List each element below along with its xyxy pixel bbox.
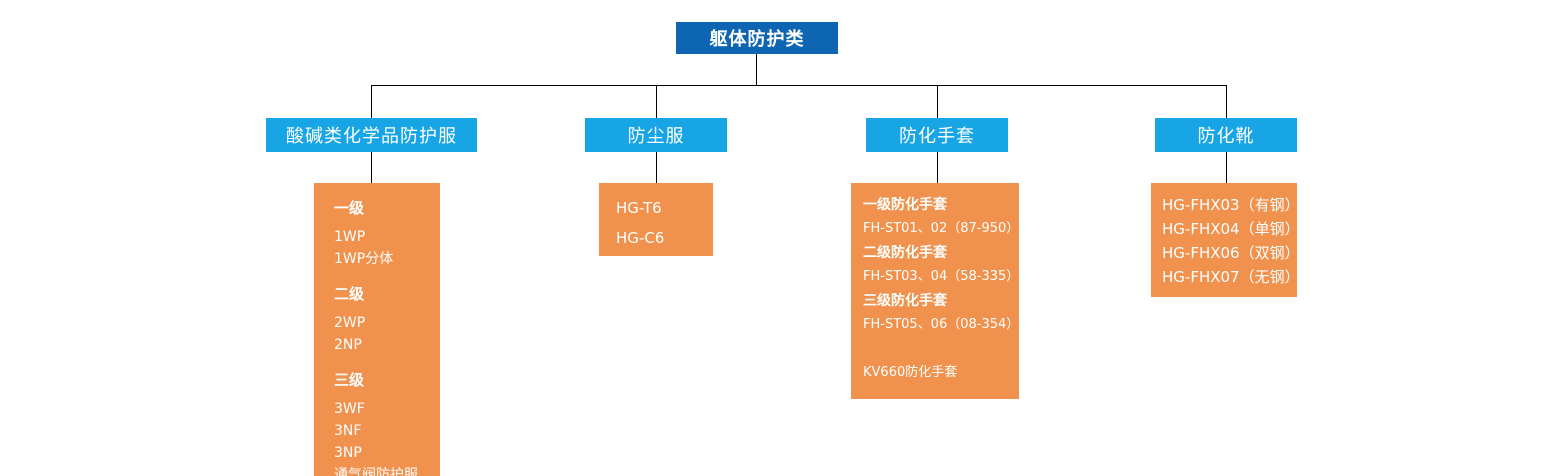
detail-box-acid-chemical-suit: 一级 1WP 1WP分体二级 2WP 2NP 三级 3WF 3NF 3NP 通气阀防护服: [314, 183, 440, 476]
detail-entry: HG-FHX03（有钢）: [1162, 196, 1300, 214]
connector-branch-4: [1226, 152, 1227, 183]
detail-entry: 2WP: [334, 315, 366, 331]
connector-root-stem: [756, 54, 757, 85]
detail-entry: HG-T6: [616, 199, 662, 217]
category-node-chemical-boots: 防化靴: [1155, 118, 1297, 152]
detail-entry: 一级: [334, 199, 365, 217]
detail-entry: FH-ST01、02（87-950）: [863, 221, 1020, 236]
root-node: 躯体防护类: [676, 22, 838, 54]
detail-entry: HG-FHX07（无钢）: [1162, 268, 1300, 286]
category-node-acid-chemical-suit: 酸碱类化学品防护服: [266, 118, 477, 152]
connector-branch-3: [937, 152, 938, 183]
detail-entry: KV660防化手套: [863, 365, 958, 380]
detail-entry: HG-FHX04（单钢）: [1162, 220, 1300, 238]
detail-entry: 3NP: [334, 445, 362, 461]
detail-entry: FH-ST05、06（08-354）: [863, 317, 1020, 332]
detail-entry: 1WP: [334, 229, 366, 245]
detail-entry: HG-FHX06（双钢）: [1162, 244, 1300, 262]
detail-entry: 二级: [334, 285, 365, 303]
detail-entry: 3WF: [334, 401, 365, 417]
connector-drop-2: [656, 85, 657, 118]
detail-entry: FH-ST03、04（58-335）: [863, 269, 1020, 284]
connector-horizontal: [371, 85, 1227, 86]
detail-entry: 三级防化手套: [863, 293, 947, 309]
connector-drop-1: [371, 85, 372, 118]
connector-branch-1: [371, 152, 372, 183]
connector-drop-4: [1226, 85, 1227, 118]
category-node-dust-suit: 防尘服: [585, 118, 727, 152]
category-node-chemical-gloves: 防化手套: [866, 118, 1008, 152]
detail-box-chemical-boots: HG-FHX03（有钢） HG-FHX04（单钢） HG-FHX06（双钢） HG-F…: [1151, 183, 1300, 297]
detail-entry: HG-C6: [616, 229, 665, 247]
detail-entry: 3NF: [334, 423, 362, 439]
detail-entry: 一级防化手套: [863, 197, 947, 213]
detail-entry: 通气阀防护服: [334, 467, 418, 476]
connector-branch-2: [656, 152, 657, 183]
detail-entry: 1WP分体: [334, 251, 394, 267]
detail-entry: 二级防化手套: [863, 245, 947, 261]
detail-entry: 2NP: [334, 337, 362, 353]
connector-drop-3: [937, 85, 938, 118]
detail-box-chemical-gloves: 一级防化手套 FH-ST01、02（87-950） 二级防化手套 FH-ST03、04…: [851, 183, 1019, 399]
detail-entry: 三级: [334, 371, 365, 389]
